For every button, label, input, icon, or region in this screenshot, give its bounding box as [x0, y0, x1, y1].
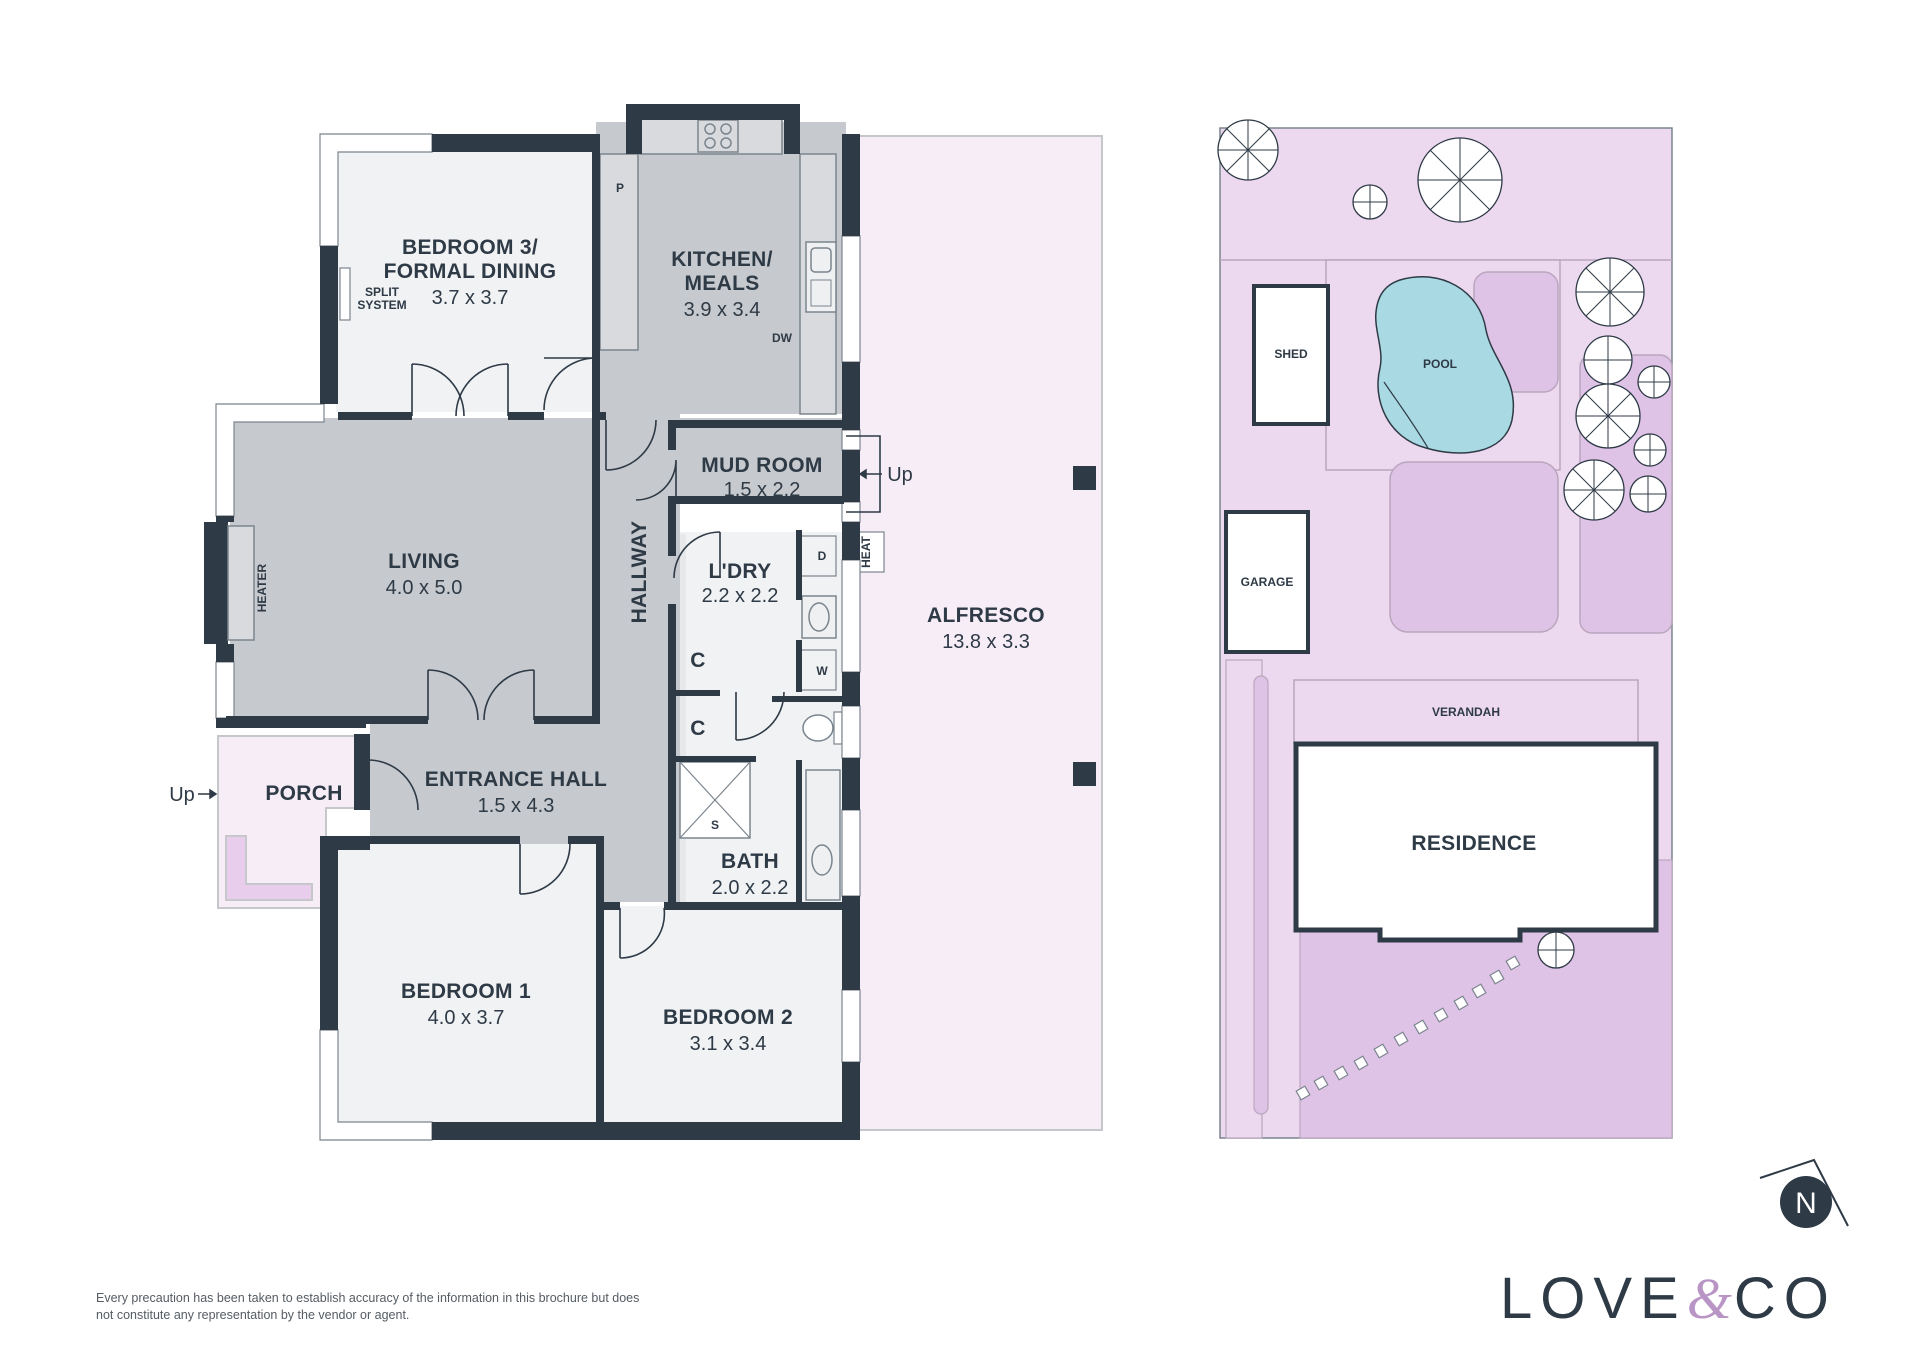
logo-text-left: LOVE — [1500, 1266, 1687, 1331]
floor-plan: BEDROOM 3/ FORMAL DINING 3.7 x 3.7 KITCH… — [169, 104, 1103, 1141]
logo-ampersand: & — [1686, 1266, 1734, 1331]
laundry-tub-icon — [801, 595, 837, 639]
fireplace-hearth — [204, 522, 228, 644]
verandah-area — [1293, 679, 1639, 745]
porch-step — [225, 835, 313, 901]
bedroom2-floor — [600, 906, 846, 1126]
toilet-icon — [802, 711, 843, 745]
logo-text-right: CO — [1733, 1266, 1837, 1331]
alfresco-post — [1073, 762, 1096, 786]
room-labels: BEDROOM 3/ FORMAL DINING 3.7 x 3.7 KITCH… — [265, 236, 1045, 1055]
room-dims-bedroom2: 3.1 x 3.4 — [690, 1033, 767, 1055]
room-name-kitchen: KITCHEN/ — [671, 248, 773, 271]
bedroom3-floor — [336, 150, 596, 412]
pool-step — [1383, 381, 1429, 449]
stepping-stones — [1295, 955, 1521, 1101]
dishwasher-label: DW — [772, 331, 793, 345]
alfresco-area — [851, 135, 1103, 1131]
washer-label: W — [816, 664, 828, 678]
room-dims-kitchen: 3.9 x 3.4 — [684, 299, 761, 321]
split-system-label: SPLIT — [365, 285, 400, 299]
room-name-mudroom: MUD ROOM — [701, 454, 822, 477]
vanity-icon — [805, 769, 841, 901]
split-system-label-line2: SYSTEM — [357, 298, 406, 312]
site-labels: SHED POOL GARAGE VERANDAH RESIDENCE — [1241, 347, 1537, 855]
shower-label: S — [711, 818, 719, 832]
up-arrows — [198, 468, 882, 800]
cupboard-label: C — [690, 717, 705, 740]
entrance-hall-floor — [370, 720, 600, 844]
room-dims-mudroom: 1.5 x 2.2 — [724, 479, 801, 501]
heat-label: HEAT — [859, 535, 873, 567]
room-dims-bedroom3: 3.7 x 3.7 — [432, 287, 509, 309]
room-name-living: LIVING — [388, 550, 460, 573]
split-system-unit — [339, 267, 351, 321]
disclaimer-text: Every precaution has been taken to estab… — [96, 1291, 640, 1322]
living-floor — [230, 418, 596, 720]
windows — [215, 133, 861, 1141]
room-name-hallway: HALLWAY — [628, 521, 651, 624]
room-dims-laundry: 2.2 x 2.2 — [702, 585, 779, 607]
driveway-strip — [1253, 675, 1269, 1115]
lawn-area — [1389, 461, 1559, 633]
room-name-kitchen-line2: MEALS — [685, 272, 760, 295]
cupboard-label: C — [690, 649, 705, 672]
site-plan: N SHED POOL GARAGE VERANDAH RESIDENCE — [1217, 119, 1849, 1228]
residence-building — [1293, 741, 1659, 943]
verandah-label: VERANDAH — [1432, 705, 1500, 719]
room-dims-bedroom1: 4.0 x 3.7 — [428, 1007, 505, 1029]
shed-building — [1252, 284, 1330, 426]
hallway-floor — [600, 410, 680, 902]
heater-label: HEATER — [255, 563, 269, 612]
room-name-porch: PORCH — [265, 782, 342, 805]
room-name-laundry: L'DRY — [709, 560, 772, 583]
walls — [216, 104, 860, 1140]
room-name-alfresco: ALFRESCO — [927, 604, 1045, 627]
room-name-bath: BATH — [721, 850, 779, 873]
bedroom1-floor — [336, 844, 596, 1126]
shed-label: SHED — [1274, 347, 1308, 361]
dryer-label: D — [818, 549, 827, 563]
garage-label: GARAGE — [1241, 575, 1294, 589]
pantry-label: P — [616, 181, 624, 195]
compass-north-label: N — [1795, 1187, 1817, 1220]
shower-icon — [679, 761, 751, 839]
room-dims-living: 4.0 x 5.0 — [386, 577, 463, 599]
room-dims-bath: 2.0 x 2.2 — [712, 877, 789, 899]
pool-water — [1375, 276, 1515, 454]
room-dims-alfresco: 13.8 x 3.3 — [942, 631, 1030, 653]
room-name-bedroom1: BEDROOM 1 — [401, 980, 531, 1003]
fixture-labels: SPLIT SYSTEM P DW HEATER HEAT D W C C S … — [169, 181, 913, 832]
garage-building — [1224, 510, 1310, 654]
residence-label: RESIDENCE — [1411, 832, 1536, 855]
tree-detail — [1218, 120, 1670, 968]
room-name-bedroom3: BEDROOM 3/ — [402, 236, 538, 259]
mudroom-floor — [676, 418, 846, 502]
room-name-bedroom3-line2: FORMAL DINING — [384, 260, 557, 283]
room-dims-entrance-hall: 1.5 x 4.3 — [478, 795, 555, 817]
brand-logo: LOVE&CO — [1500, 1265, 1837, 1332]
alfresco-post — [1073, 466, 1096, 490]
room-name-bedroom2: BEDROOM 2 — [663, 1006, 793, 1029]
room-name-entrance-hall: ENTRANCE HALL — [425, 768, 607, 791]
compass-icon: N — [1759, 1158, 1849, 1228]
up-label-porch: Up — [169, 784, 195, 806]
heater-unit — [227, 525, 255, 641]
sink-icon — [805, 241, 837, 313]
up-label-mudroom: Up — [887, 464, 913, 486]
pantry-bench — [599, 153, 639, 351]
pool-label: POOL — [1423, 357, 1457, 371]
